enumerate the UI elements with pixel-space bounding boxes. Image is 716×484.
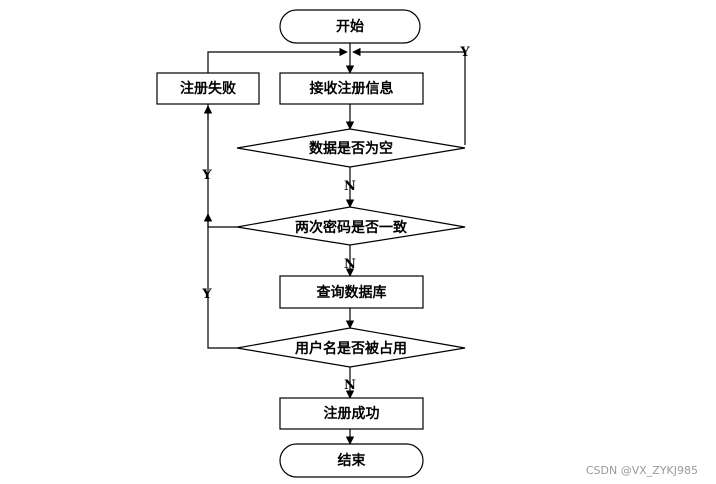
watermark: CSDN @VX_ZYKJ985 bbox=[586, 464, 698, 477]
edge-label-name-yes: Y bbox=[201, 287, 212, 302]
end-label: 结束 bbox=[338, 452, 367, 469]
success-label: 注册成功 bbox=[324, 405, 380, 422]
start-node: 开始 bbox=[279, 9, 421, 44]
end-node: 结束 bbox=[279, 443, 424, 478]
edge-label-name-no: N bbox=[344, 378, 356, 393]
query-db-process: 查询数据库 bbox=[279, 275, 424, 309]
edge-fail-back-loop bbox=[207, 47, 348, 73]
empty-check-label: 数据是否为空 bbox=[309, 140, 393, 157]
edge-label-empty-yes: Y bbox=[459, 45, 470, 60]
start-label: 开始 bbox=[336, 18, 364, 35]
query-db-label: 查询数据库 bbox=[317, 284, 387, 301]
pwd-check-label: 两次密码是否一致 bbox=[295, 219, 408, 236]
empty-check-decision: 数据是否为空 bbox=[236, 128, 466, 168]
fail-process: 注册失败 bbox=[156, 72, 260, 105]
receive-process: 接收注册信息 bbox=[279, 72, 424, 105]
edge-label-empty-no: N bbox=[344, 179, 356, 194]
receive-label: 接收注册信息 bbox=[310, 80, 394, 97]
name-check-label: 用户名是否被占用 bbox=[295, 340, 407, 357]
edge-label-pwd-no: N bbox=[344, 257, 356, 272]
edge-label-pwd-yes: Y bbox=[201, 168, 212, 183]
success-process: 注册成功 bbox=[279, 397, 424, 430]
fail-label: 注册失败 bbox=[180, 80, 237, 97]
edge-empty-yes-loop bbox=[352, 47, 466, 145]
name-check-decision: 用户名是否被占用 bbox=[236, 327, 466, 368]
edge-name-fail bbox=[207, 227, 237, 349]
pwd-check-decision: 两次密码是否一致 bbox=[236, 206, 466, 246]
edge-pwd-fail bbox=[207, 104, 237, 228]
connectors bbox=[203, 43, 466, 445]
